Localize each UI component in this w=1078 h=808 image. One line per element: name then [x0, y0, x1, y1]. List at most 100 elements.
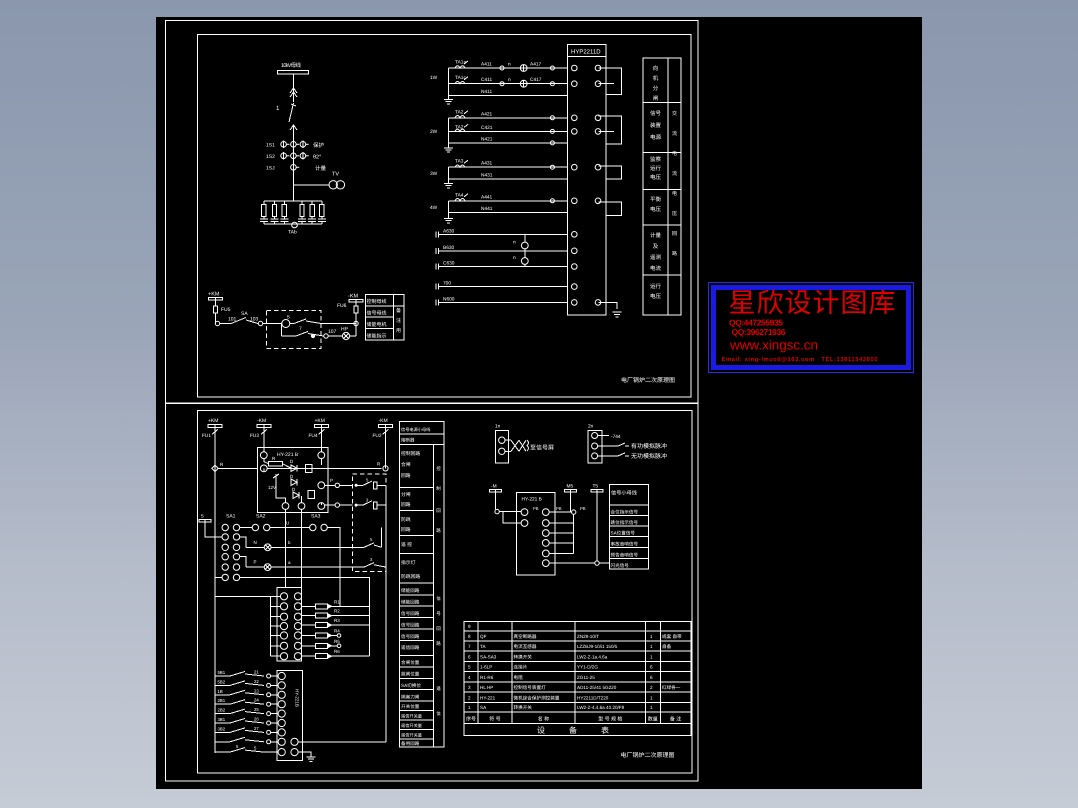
svg-text:SA-SA3: SA-SA3	[480, 655, 497, 660]
svg-text:LW2-Z-4.4.6a.40.20/F8: LW2-Z-4.4.6a.40.20/F8	[577, 705, 625, 710]
svg-text:FU1: FU1	[202, 433, 211, 439]
svg-text:5: 5	[287, 315, 290, 321]
svg-text:5: 5	[236, 744, 239, 749]
svg-text:回路: 回路	[401, 472, 411, 479]
svg-text:N411: N411	[481, 89, 492, 95]
svg-text:路: 路	[436, 528, 441, 533]
svg-text:电流: 电流	[650, 265, 662, 272]
svg-text:A441: A441	[481, 194, 493, 200]
svg-text:C417: C417	[530, 77, 542, 83]
svg-text:隔离刀闸: 隔离刀闸	[401, 695, 420, 700]
svg-text:N: N	[254, 540, 257, 545]
svg-text:a: a	[288, 560, 291, 565]
svg-text:机: 机	[653, 75, 659, 82]
svg-text:开关位置: 开关位置	[401, 704, 420, 709]
svg-text:数量: 数量	[648, 715, 658, 722]
svg-text:+KM: +KM	[208, 418, 218, 424]
svg-text:6: 6	[468, 655, 471, 660]
svg-text:700: 700	[443, 281, 451, 287]
svg-text:2B1: 2B1	[218, 698, 226, 703]
svg-text:n: n	[508, 63, 511, 68]
svg-text:N441: N441	[481, 206, 493, 212]
svg-text:6: 6	[650, 665, 653, 670]
svg-text:R: R	[220, 462, 224, 467]
svg-text:控制母线: 控制母线	[367, 298, 387, 305]
svg-text:n: n	[508, 78, 511, 83]
svg-text:TA3: TA3	[455, 159, 464, 165]
svg-text:真空断路器: 真空断路器	[514, 634, 537, 639]
svg-text:转换开关: 转换开关	[514, 705, 533, 710]
svg-text:QQ:447255935: QQ:447255935	[729, 317, 783, 327]
svg-text:TA: TA	[480, 644, 486, 649]
svg-text:防跳回路: 防跳回路	[401, 573, 420, 580]
svg-text:遥信开关量: 遥信开关量	[401, 714, 422, 719]
svg-text:1: 1	[650, 695, 653, 700]
svg-text:ZN28-10/T: ZN28-10/T	[577, 634, 599, 639]
svg-text:R2: R2	[334, 609, 340, 614]
svg-text:SA切换位: SA切换位	[401, 683, 421, 688]
svg-text:指示灯: 指示灯	[401, 559, 416, 566]
svg-text:M5: M5	[567, 484, 574, 490]
svg-text:HY-221B: HY-221B	[295, 689, 300, 707]
svg-text:3: 3	[366, 498, 369, 503]
svg-text:1: 1	[650, 655, 653, 660]
svg-text:回路: 回路	[401, 526, 411, 533]
svg-text:TA2: TA2	[455, 125, 464, 131]
svg-text:5B1: 5B1	[218, 670, 226, 675]
svg-text:序号: 序号	[466, 715, 476, 722]
svg-text:路: 路	[672, 250, 677, 257]
svg-text:PB: PB	[533, 506, 539, 511]
svg-text:电流互感器: 电流互感器	[514, 644, 537, 649]
svg-text:计量: 计量	[315, 165, 327, 172]
svg-text:103: 103	[250, 317, 259, 323]
svg-text:信号回路: 信号回路	[401, 634, 420, 639]
svg-text:N600: N600	[443, 296, 455, 302]
svg-text:信号回路: 信号回路	[401, 623, 420, 628]
svg-text:电源: 电源	[650, 134, 662, 141]
svg-text:TV: TV	[332, 172, 339, 178]
svg-text:1: 1	[650, 644, 653, 649]
svg-text:3B1: 3B1	[218, 717, 226, 722]
svg-text:设: 设	[537, 726, 545, 735]
svg-text:27: 27	[254, 726, 259, 731]
svg-text:电: 电	[672, 150, 677, 157]
svg-text:1: 1	[276, 105, 280, 112]
svg-text:控制信号装置灯: 控制信号装置灯	[514, 685, 547, 690]
svg-text:QF: QF	[480, 634, 487, 639]
svg-text:监察: 监察	[650, 156, 662, 163]
svg-text:信号: 信号	[650, 110, 662, 117]
svg-text:SA: SA	[241, 311, 248, 317]
svg-text:PB: PB	[580, 506, 586, 511]
svg-text:A417: A417	[530, 62, 542, 68]
svg-text:运行: 运行	[650, 283, 662, 290]
svg-text:LW2-Z-1a.4.6a: LW2-Z-1a.4.6a	[577, 655, 608, 660]
svg-text:b: b	[288, 540, 291, 545]
svg-text:2B2: 2B2	[218, 708, 226, 713]
svg-text:FU2: FU2	[373, 433, 382, 439]
svg-text:R5: R5	[334, 639, 340, 644]
svg-text:平衡: 平衡	[650, 196, 662, 203]
svg-text:+KM: +KM	[208, 292, 220, 298]
svg-text:闸: 闸	[653, 95, 659, 102]
svg-text:1B: 1B	[218, 689, 223, 694]
svg-text:-KM: -KM	[379, 418, 388, 424]
svg-text:储能指示: 储能指示	[367, 333, 387, 340]
svg-text:FU5: FU5	[221, 307, 231, 313]
svg-text:2n: 2n	[588, 424, 594, 430]
svg-text:TA1c: TA1c	[455, 75, 466, 81]
svg-text:事故音响信号: 事故音响信号	[611, 541, 639, 546]
svg-text:控: 控	[436, 466, 441, 471]
svg-text:D: D	[292, 487, 296, 492]
svg-text:预告音响信号: 预告音响信号	[611, 553, 639, 558]
svg-text:遥: 遥	[436, 686, 441, 691]
svg-text:微机综合保护测控装置: 微机综合保护测控装置	[514, 695, 560, 700]
svg-text:自备: 自备	[662, 644, 672, 649]
svg-text:R: R	[272, 456, 276, 461]
svg-text:C411: C411	[481, 77, 492, 83]
svg-text:1S2: 1S2	[266, 154, 275, 160]
svg-text:22: 22	[254, 679, 259, 684]
svg-text:分: 分	[653, 85, 659, 92]
svg-text:FU4: FU4	[309, 433, 318, 439]
svg-text:R3: R3	[334, 618, 340, 623]
svg-text:24: 24	[254, 698, 259, 703]
